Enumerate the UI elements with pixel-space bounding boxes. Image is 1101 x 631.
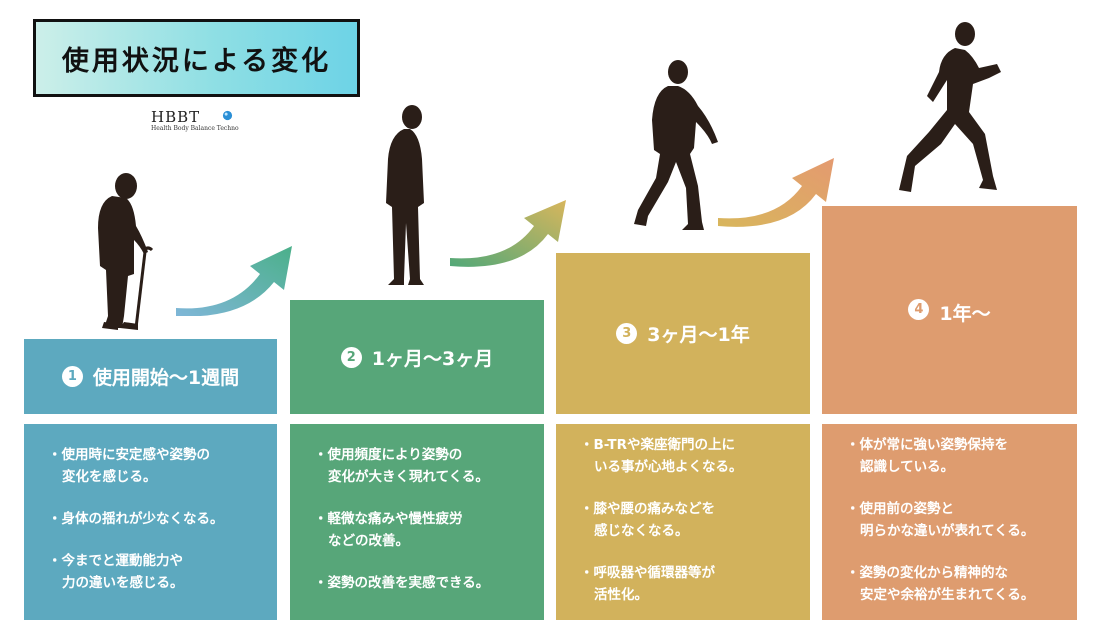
page-title: 使用状況による変化 <box>61 45 332 77</box>
stage-1-header: 1 使用開始〜1週間 <box>24 339 277 414</box>
stage-2-header: 2 1ヶ月〜3ヶ月 <box>290 300 544 414</box>
stage-4-header: 4 1年〜 <box>822 206 1077 414</box>
stage-2-item: ・軽微な痛みや慢性疲労 などの改善。 <box>314 511 463 549</box>
title-banner: 使用状況による変化 <box>33 19 360 97</box>
stage-4-item: ・姿勢の変化から精神的な 安定や余裕が生まれてくる。 <box>846 565 1035 603</box>
stage-3-item: ・呼吸器や循環器等が 活性化。 <box>580 565 715 603</box>
stage-4-number-badge: 4 <box>908 299 930 320</box>
stage-3-number-badge: 3 <box>616 323 638 344</box>
stage-2-label: 1ヶ月〜3ヶ月 <box>371 347 494 370</box>
stooped-standing-silhouette-icon <box>386 105 424 285</box>
stage-3-description: ・B-TRや楽座衛門の上に いる事が心地よくなる。 ・膝や腰の痛みなどを 感じな… <box>556 424 810 620</box>
hbbt-logo: HBBT Health Body Balance Techno <box>151 108 251 132</box>
stage-2-item: ・使用頻度により姿勢の 変化が大きく現れてくる。 <box>314 447 489 485</box>
stage-3-header: 3 3ヶ月〜1年 <box>556 253 810 414</box>
logo-dot-icon <box>222 110 233 121</box>
stage-2-item: ・姿勢の改善を実感できる。 <box>314 575 490 591</box>
logo-subtitle: Health Body Balance Techno <box>151 125 239 132</box>
arrow-1-icon <box>176 246 292 316</box>
arrow-3-icon <box>718 158 834 227</box>
stage-4-item: ・使用前の姿勢と 明らかな違いが表れてくる。 <box>846 501 1035 539</box>
stage-1-item: ・今までと運動能力や 力の違いを感じる。 <box>48 553 184 591</box>
elderly-with-cane-silhouette-icon <box>98 173 154 330</box>
stage-1-item: ・使用時に安定感や姿勢の 変化を感じる。 <box>48 447 210 485</box>
logo-text: HBBT <box>151 108 201 126</box>
stage-2-description: ・使用頻度により姿勢の 変化が大きく現れてくる。 ・軽微な痛みや慢性疲労 などの… <box>290 424 544 620</box>
walking-silhouette-icon <box>634 60 718 230</box>
stage-3-label: 3ヶ月〜1年 <box>647 324 750 346</box>
stage-3-item: ・B-TRや楽座衛門の上に いる事が心地よくなる。 <box>580 437 743 475</box>
stage-1-item: ・身体の揺れが少なくなる。 <box>48 511 224 527</box>
stage-3-item: ・膝や腰の痛みなどを 感じなくなる。 <box>580 501 715 539</box>
running-silhouette-icon <box>899 22 1001 192</box>
arrow-2-icon <box>450 200 566 267</box>
stage-4-item: ・体が常に強い姿勢保持を 認識している。 <box>846 437 1008 475</box>
stage-1-description: ・使用時に安定感や姿勢の 変化を感じる。 ・身体の揺れが少なくなる。 ・今までと… <box>24 424 277 620</box>
stage-4-description: ・体が常に強い姿勢保持を 認識している。 ・使用前の姿勢と 明らかな違いが表れて… <box>822 424 1077 620</box>
stage-1-number-badge: 1 <box>61 366 83 387</box>
stage-1-label: 使用開始〜1週間 <box>92 367 240 389</box>
stage-4-label: 1年〜 <box>939 303 991 325</box>
stage-2-number-badge: 2 <box>340 346 362 368</box>
